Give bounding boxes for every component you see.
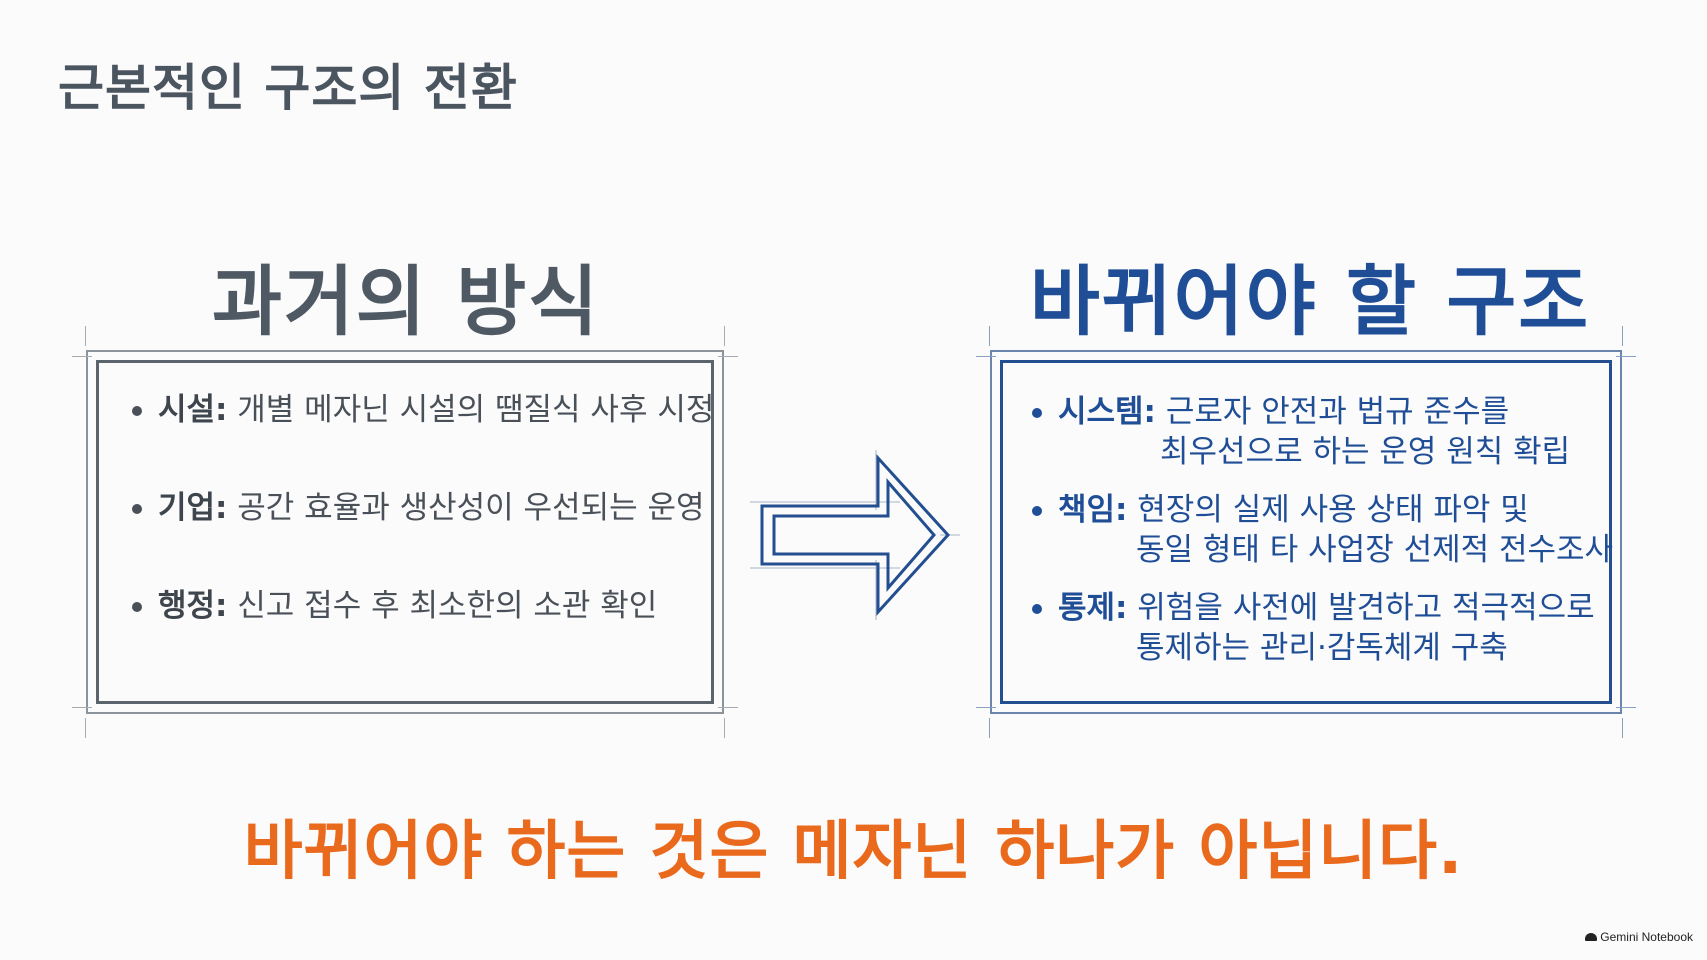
item-text: 공간 효율과 생산성이 우선되는 운영 [227,490,705,526]
corner-tick [976,356,996,357]
past-box-outer-border [86,350,724,714]
bullet-icon [1032,408,1042,418]
branding-watermark: Gemini Notebook [1585,930,1693,944]
item-text: 개별 메자닌 시설의 땜질식 사후 시정 [227,392,715,428]
bullet-icon [1032,604,1042,614]
item-label: 통제: [1058,590,1128,626]
list-item: 시스템: 근로자 안전과 법규 준수를 최우선으로 하는 운영 원칙 확립 [1032,392,1602,472]
corner-tick [72,356,92,357]
corner-tick [1622,718,1623,738]
item-text-continued: 통제하는 관리·감독체계 구축 [1136,630,1508,666]
item-text: 근로자 안전과 법규 준수를 [1155,394,1510,430]
bullet-icon [132,406,142,416]
corner-tick [718,707,738,708]
corner-tick [1616,356,1636,357]
list-item: 시설: 개별 메자닌 시설의 땜질식 사후 시정 [132,390,714,488]
item-label: 시설: [158,392,228,428]
bullet-icon [132,504,142,514]
item-text: 위험을 사전에 발견하고 적극적으로 [1127,590,1595,626]
past-heading: 과거의 방식 [211,257,601,346]
corner-tick [1622,326,1623,346]
item-text-continued: 동일 형태 타 사업장 선제적 전수조사 [1136,532,1614,568]
corner-tick [72,707,92,708]
past-box: 시설: 개별 메자닌 시설의 땜질식 사후 시정 기업: 공간 효율과 생산성이… [72,326,738,738]
future-box: 시스템: 근로자 안전과 법규 준수를 최우선으로 하는 운영 원칙 확립 책임… [976,326,1636,738]
corner-tick [989,718,990,738]
future-box-outer-border [990,350,1622,714]
list-item: 통제: 위험을 사전에 발견하고 적극적으로 통제하는 관리·감독체계 구축 [1032,588,1602,668]
page-title: 근본적인 구조의 전환 [58,59,518,117]
list-item: 책임: 현장의 실제 사용 상태 파악 및 동일 형태 타 사업장 선제적 전수… [1032,490,1614,570]
corner-tick [718,356,738,357]
branding-text: Gemini Notebook [1600,930,1693,944]
past-box-inner-border [96,360,714,704]
item-text: 현장의 실제 사용 상태 파악 및 [1127,492,1529,528]
corner-tick [989,326,990,346]
bullet-icon [132,602,142,612]
future-box-inner-border [1000,360,1612,704]
past-list: 시설: 개별 메자닌 시설의 땜질식 사후 시정 기업: 공간 효율과 생산성이… [132,390,714,684]
future-heading: 바뀌어야 할 구조 [1029,257,1591,346]
item-text: 신고 접수 후 최소한의 소관 확인 [227,588,658,624]
notebook-logo-icon [1585,933,1598,941]
corner-tick [976,707,996,708]
item-label: 책임: [1058,492,1128,528]
item-text-continued: 최우선으로 하는 운영 원칙 확립 [1160,434,1571,470]
conclusion-message: 바뀌어야 하는 것은 메자닌 하나가 아닙니다. [243,815,1464,889]
item-label: 행정: [158,588,228,624]
list-item: 행정: 신고 접수 후 최소한의 소관 확인 [132,586,704,684]
item-label: 기업: [158,490,228,526]
right-arrow-icon [750,450,960,620]
corner-tick [724,718,725,738]
corner-tick [724,326,725,346]
future-list: 시스템: 근로자 안전과 법규 준수를 최우선으로 하는 운영 원칙 확립 책임… [1032,392,1614,686]
corner-tick [1616,707,1636,708]
list-item: 기업: 공간 효율과 생산성이 우선되는 운영 [132,488,705,586]
corner-tick [85,718,86,738]
bullet-icon [1032,506,1042,516]
item-label: 시스템: [1058,394,1156,430]
corner-tick [85,326,86,346]
